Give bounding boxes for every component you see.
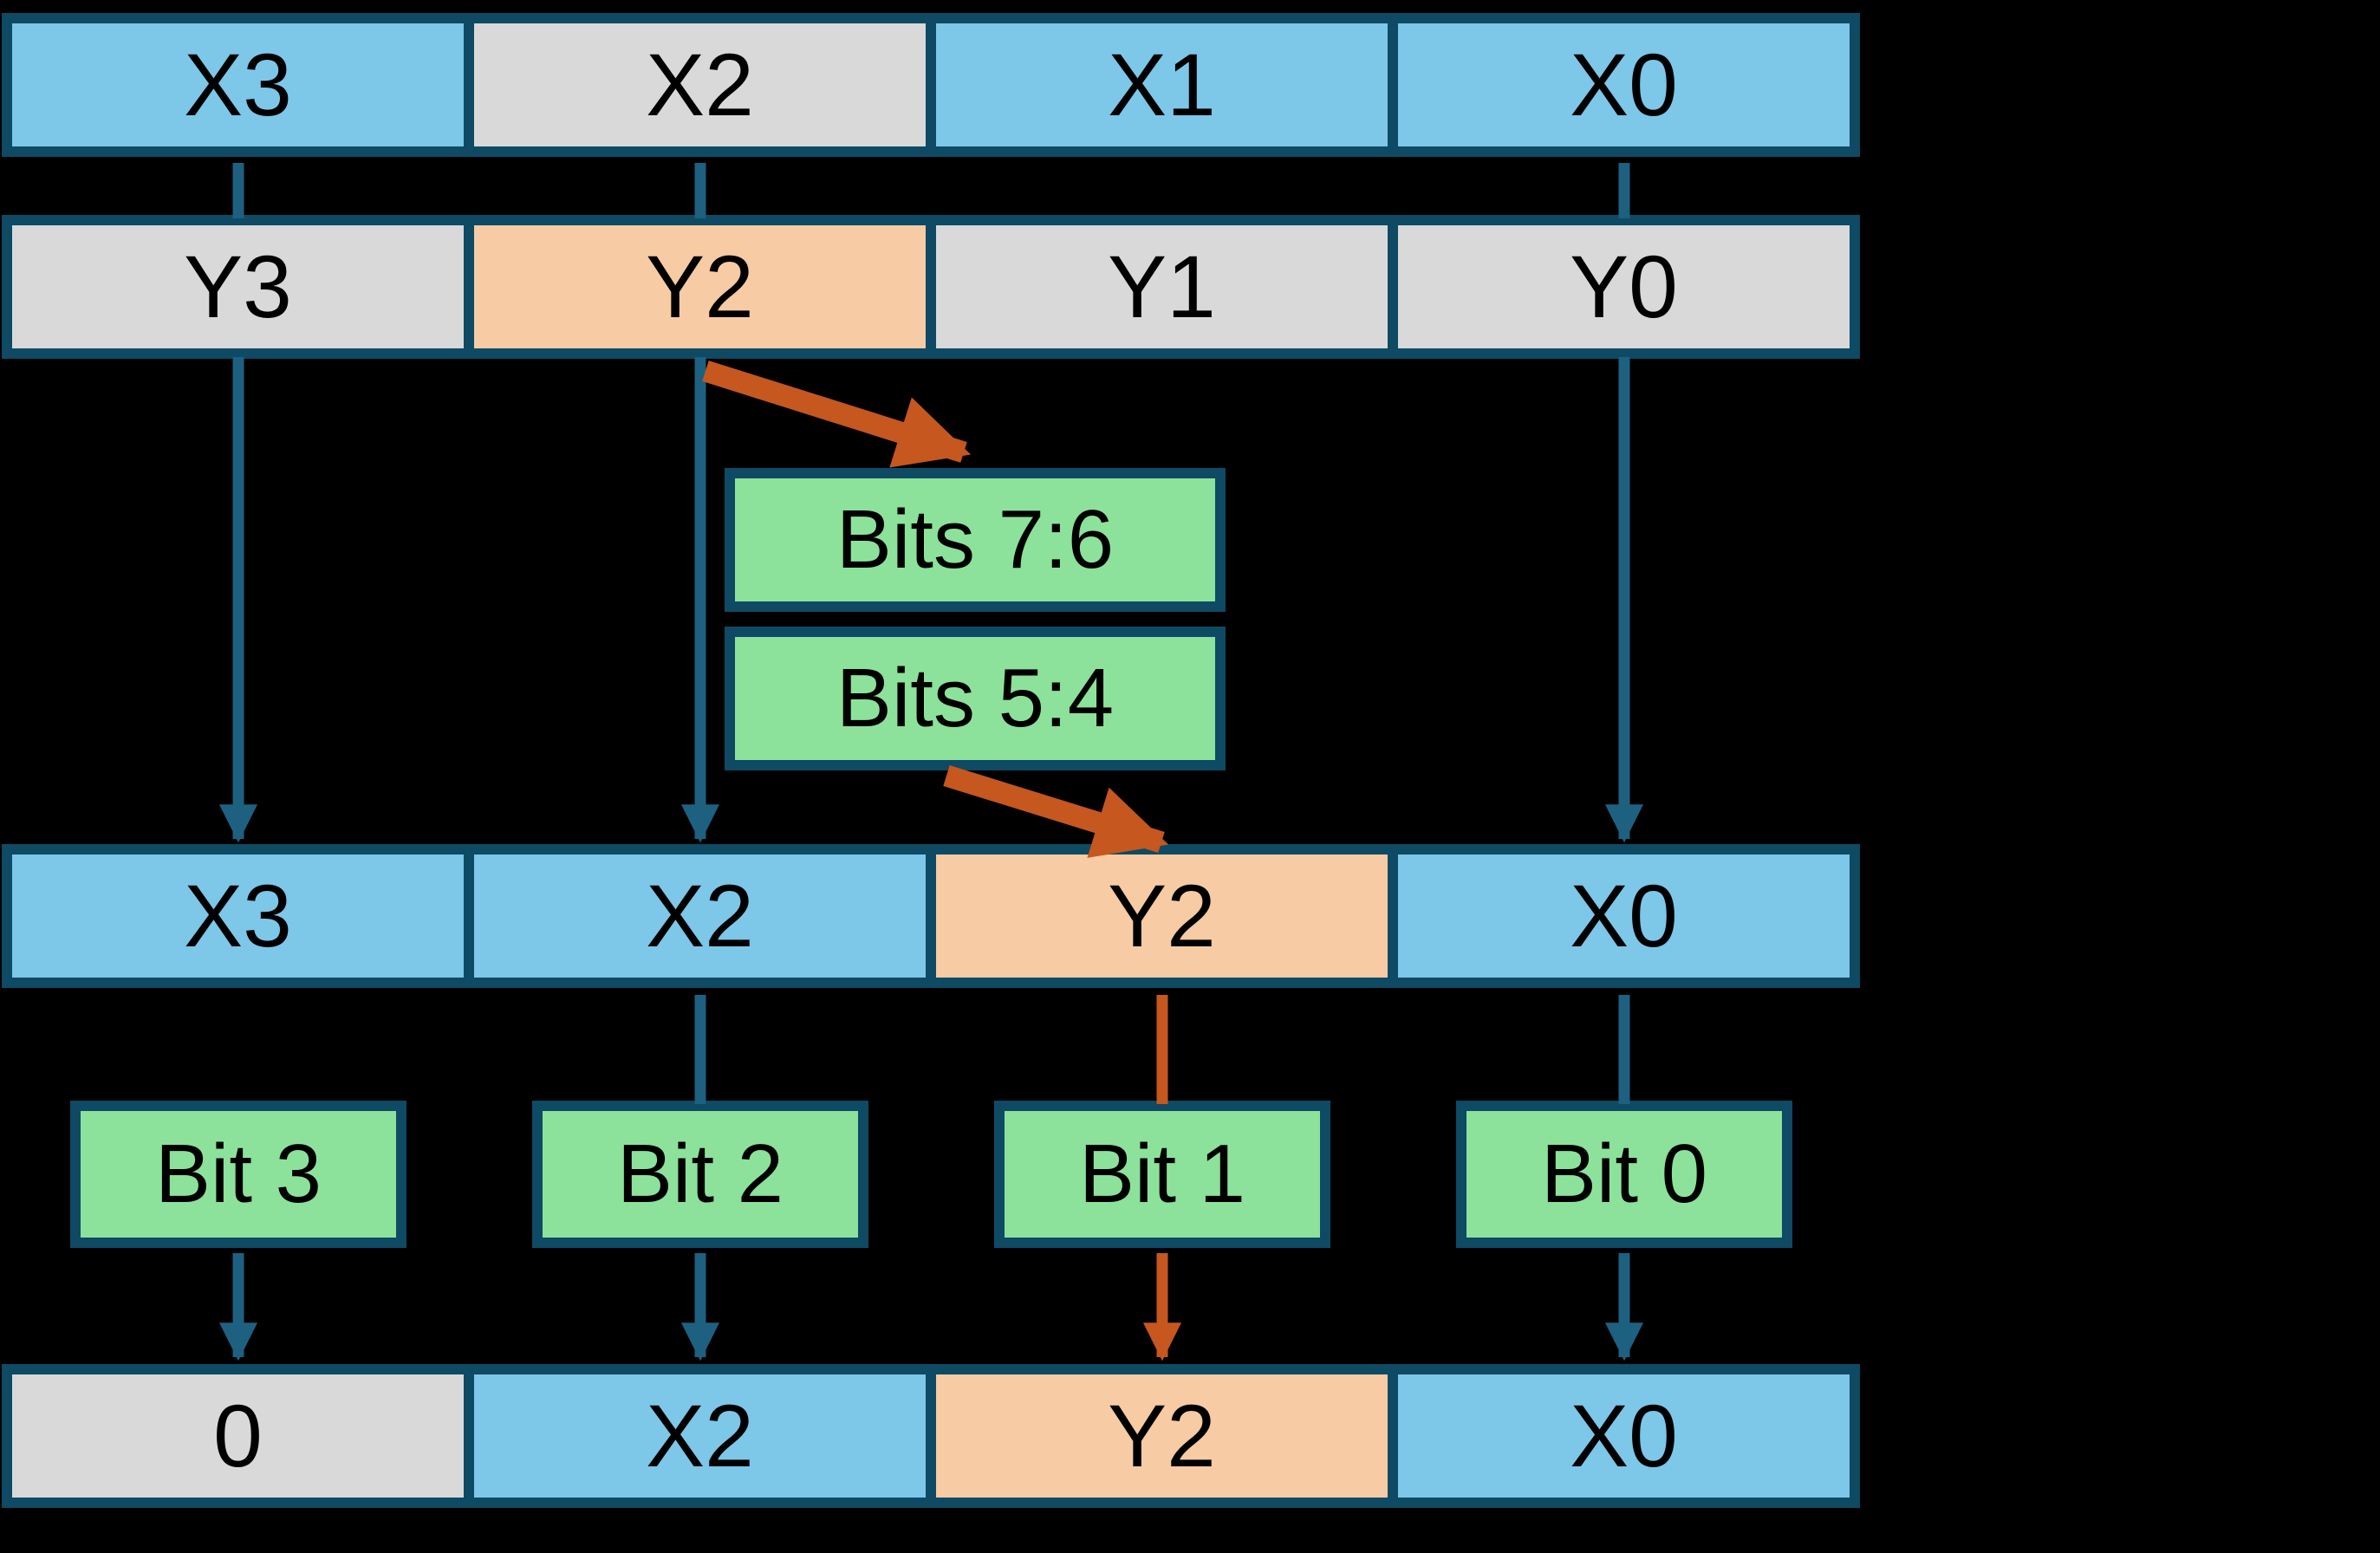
box-bit-2: Bit 2 [532, 1101, 868, 1248]
cell-row4-zero: 0 [12, 1374, 464, 1498]
cell-row2-y1: Y1 [936, 225, 1388, 348]
row-source-y: Y3 Y2 Y1 Y0 [2, 215, 1860, 359]
cell-row4-y2: Y2 [936, 1374, 1388, 1498]
box-bit-3: Bit 3 [70, 1101, 406, 1248]
row-intermediate: X3 X2 Y2 X0 [2, 844, 1860, 988]
row-source-x: X3 X2 X1 X0 [2, 13, 1860, 157]
cell-row2-y3: Y3 [12, 225, 464, 348]
box-bits-7-6: Bits 7:6 [725, 468, 1226, 612]
box-bits-5-4: Bits 5:4 [725, 627, 1226, 770]
cell-row4-x2: X2 [474, 1374, 926, 1498]
box-bit-1: Bit 1 [994, 1101, 1330, 1248]
cell-row1-x0: X0 [1398, 23, 1850, 146]
cell-row1-x3: X3 [12, 23, 464, 146]
cell-row2-y0: Y0 [1398, 225, 1850, 348]
cell-row3-x3: X3 [12, 854, 464, 978]
box-bit-0: Bit 0 [1456, 1101, 1792, 1248]
cell-row1-x2: X2 [474, 23, 926, 146]
cell-row3-x0: X0 [1398, 854, 1850, 978]
arrow-y2-to-bits76 [702, 361, 972, 468]
cell-row1-x1: X1 [936, 23, 1388, 146]
cell-row4-x0: X0 [1398, 1374, 1850, 1498]
cell-row3-x2: X2 [474, 854, 926, 978]
cell-row2-y2: Y2 [474, 225, 926, 348]
row-result: 0 X2 Y2 X0 [2, 1364, 1860, 1508]
cell-row3-y2: Y2 [936, 854, 1388, 978]
arrow-bits54-to-row3-y2 [943, 765, 1169, 858]
